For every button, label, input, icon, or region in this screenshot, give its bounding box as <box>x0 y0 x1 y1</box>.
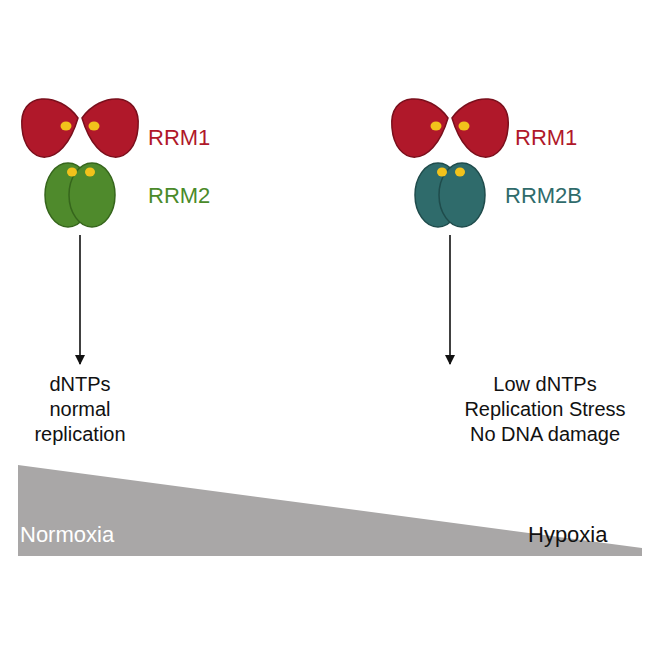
outcome-line: No DNA damage <box>440 422 650 447</box>
oxygen-gradient-wedge <box>18 465 642 556</box>
outcome-line: dNTPs <box>10 372 150 397</box>
rrm-complex-right <box>392 99 509 227</box>
outcome-line: Low dNTPs <box>440 372 650 397</box>
protein-label: RRM2 <box>148 183 210 209</box>
rrm-complex-left <box>22 99 139 227</box>
outcome-line: normal <box>10 397 150 422</box>
condition-label: Hypoxia <box>528 522 607 548</box>
condition-label: Normoxia <box>20 522 114 548</box>
enzyme-complex: RRM1RRM2B <box>380 95 630 235</box>
outcome-line: Replication Stress <box>440 397 650 422</box>
outcome-text: dNTPsnormalreplication <box>10 372 150 447</box>
enzyme-complex: RRM1RRM2 <box>15 95 245 235</box>
protein-label: RRM1 <box>148 125 210 151</box>
protein-label: RRM2B <box>505 183 582 209</box>
outcome-text: Low dNTPsReplication StressNo DNA damage <box>440 372 650 447</box>
protein-label: RRM1 <box>515 125 577 151</box>
outcome-line: replication <box>10 422 150 447</box>
arrow <box>79 235 81 364</box>
arrow <box>449 235 451 364</box>
